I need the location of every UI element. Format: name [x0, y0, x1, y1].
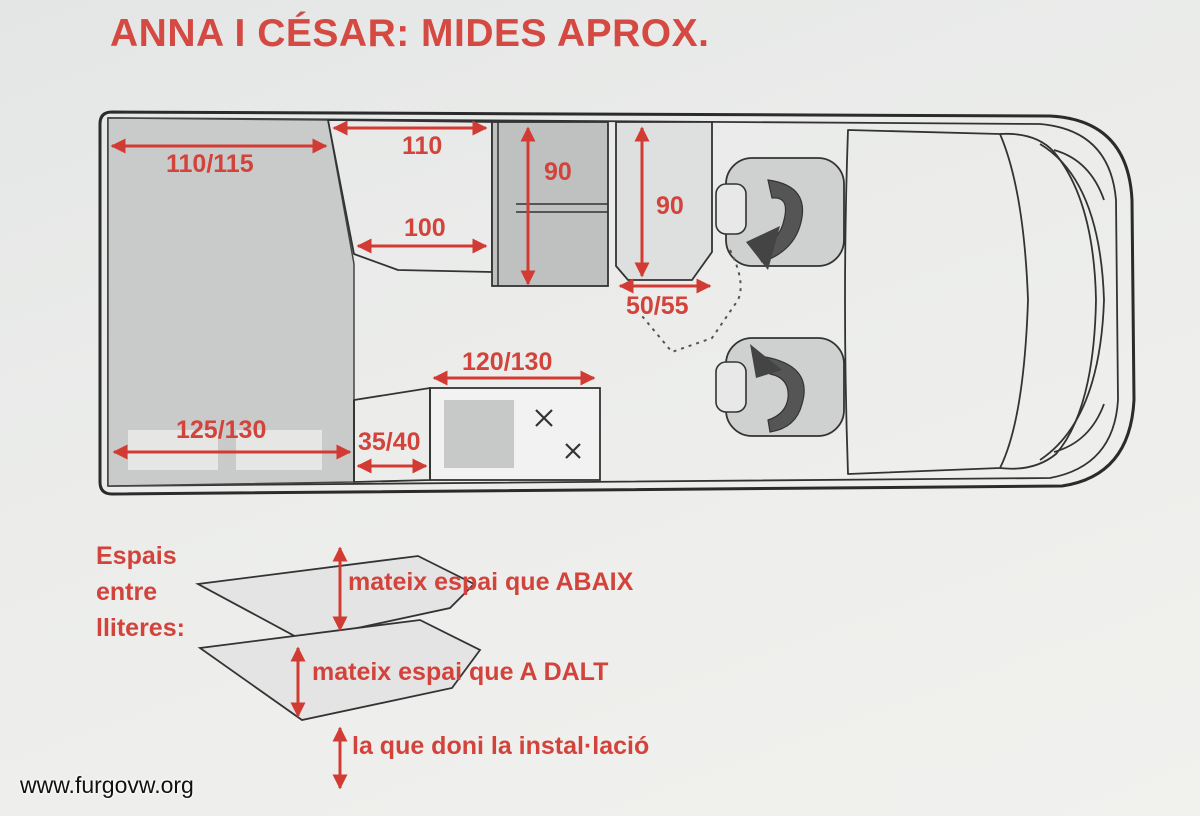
passenger-seat	[715, 337, 845, 437]
dimension-arrows	[110, 120, 712, 474]
legend-heading-2: entre	[96, 578, 157, 606]
dim-upper-bunk: 110	[402, 132, 442, 160]
legend-heading-3: lliteres:	[96, 614, 185, 642]
dim-bench-depth-2: 90	[656, 192, 684, 220]
dim-bench-depth-1: 90	[544, 158, 572, 186]
site-watermark: www.furgovw.org	[20, 772, 194, 798]
bunk-spacing-legend: Espais entre lliteres: mateix espai que …	[96, 542, 649, 790]
legend-bottom-space: la que doni la instal·lació	[352, 732, 649, 760]
rear-bed-area	[107, 117, 355, 487]
stove-burner	[565, 443, 581, 459]
dim-bench-gap: 50/55	[626, 292, 689, 320]
dim-kitchen: 120/130	[462, 348, 552, 376]
legend-upper-space: mateix espai que ABAIX	[348, 568, 634, 596]
legend-heading-1: Espais	[96, 542, 177, 570]
dim-rear-bed-bottom: 125/130	[176, 416, 266, 444]
sink	[444, 400, 514, 468]
driver-seat	[715, 157, 845, 270]
dim-rear-bed-top: 110/115	[166, 150, 254, 178]
lower-bunk-slab	[197, 619, 482, 721]
dim-cabinet: 35/40	[358, 428, 421, 456]
van-floor-plan	[98, 110, 1136, 496]
dim-lower-bunk: 100	[404, 214, 446, 242]
legend-lower-space: mateix espai que A DALT	[312, 658, 608, 686]
diagram-title: ANNA I CÉSAR: MIDES APROX.	[110, 12, 710, 55]
